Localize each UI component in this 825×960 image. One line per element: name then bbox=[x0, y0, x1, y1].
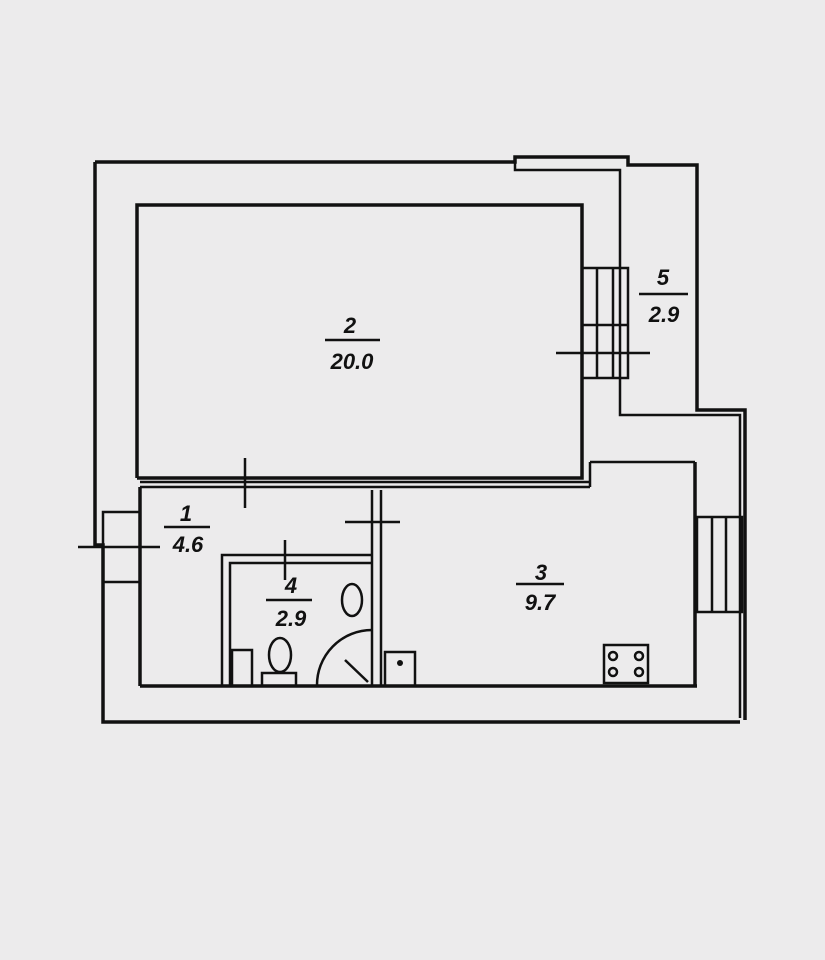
room-area: 9.7 bbox=[525, 590, 557, 615]
room-area: 20.0 bbox=[330, 349, 375, 374]
room-number: 5 bbox=[657, 265, 670, 290]
room-label-4: 4 2.9 bbox=[266, 573, 312, 631]
room-label-5: 5 2.9 bbox=[639, 265, 688, 327]
sink-icon bbox=[340, 582, 364, 618]
window-room3 bbox=[695, 515, 744, 614]
room-area: 2.9 bbox=[648, 302, 680, 327]
window-room2 bbox=[556, 266, 650, 380]
room-number: 4 bbox=[284, 573, 297, 598]
room-label-3: 3 9.7 bbox=[516, 560, 564, 615]
room-area: 2.9 bbox=[275, 606, 307, 631]
kitchen-fixtures bbox=[383, 643, 650, 688]
bathroom-fixtures bbox=[230, 582, 373, 688]
room-number: 3 bbox=[535, 560, 547, 585]
stove-icon bbox=[602, 643, 650, 685]
room-number: 2 bbox=[343, 313, 357, 338]
door-marks bbox=[243, 458, 400, 580]
entrance-door bbox=[78, 510, 160, 584]
kitchen-sink-icon bbox=[383, 650, 417, 688]
shower-icon bbox=[315, 628, 373, 687]
corridor-partition bbox=[140, 460, 695, 489]
room-2-walls bbox=[135, 203, 584, 480]
room-area: 4.6 bbox=[172, 532, 204, 557]
room-label-1: 1 4.6 bbox=[164, 501, 210, 557]
room-label-2: 2 20.0 bbox=[325, 313, 380, 374]
room-number: 1 bbox=[180, 501, 192, 526]
